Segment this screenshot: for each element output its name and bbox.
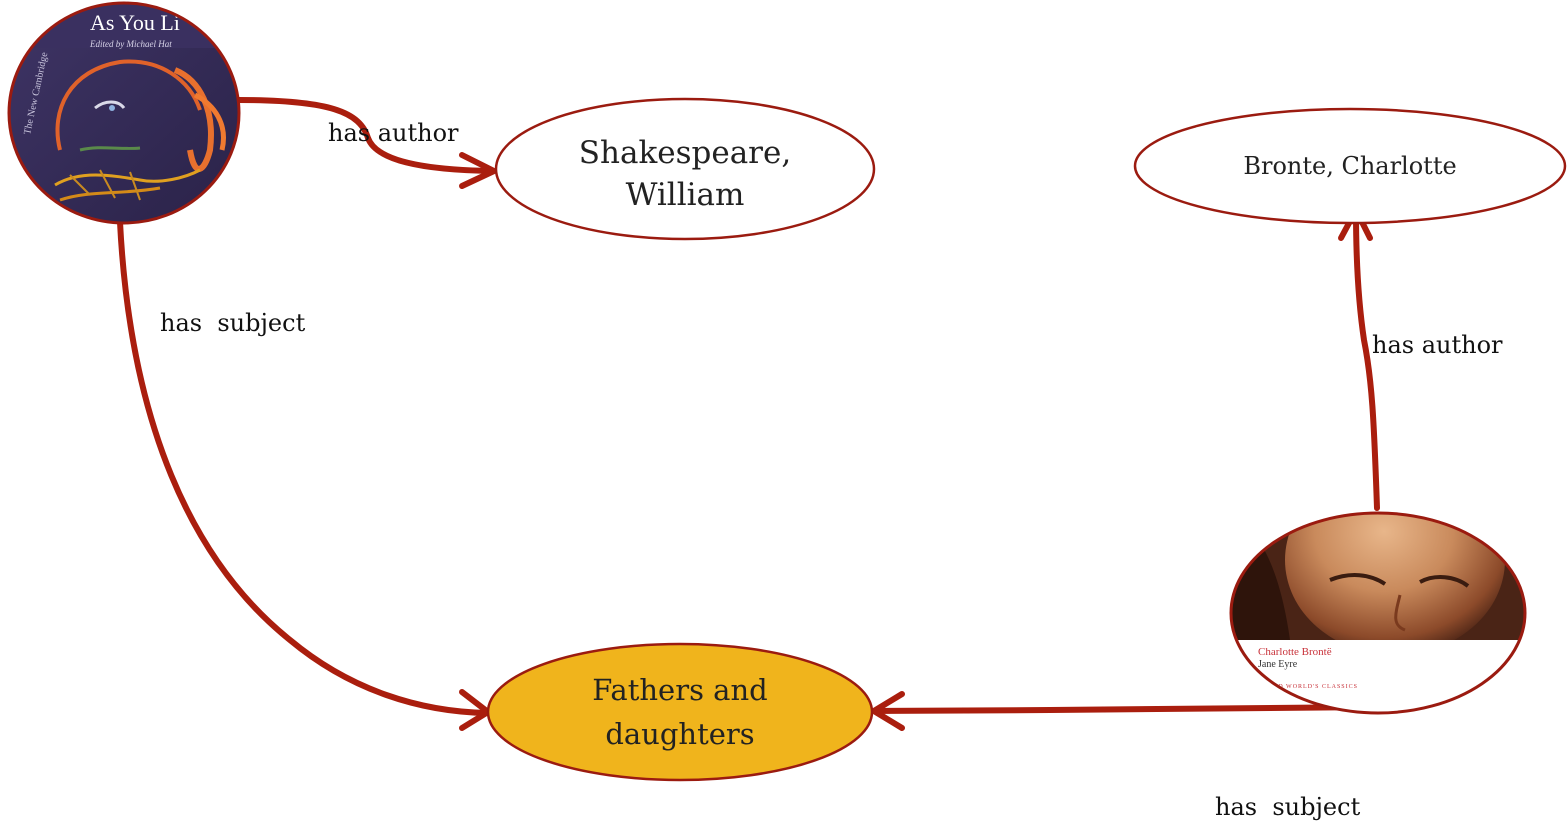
node-label-line1: Fathers and xyxy=(592,673,767,707)
node-label: Bronte, Charlotte xyxy=(1243,152,1456,180)
edge-line xyxy=(117,219,491,716)
book-node-border xyxy=(1229,511,1527,715)
edge-book1-has-author xyxy=(235,97,497,189)
cover-author: Charlotte Brontë xyxy=(1258,646,1332,658)
cover-subtitle: Edited by Michael Hat xyxy=(89,39,172,49)
cover-title: Jane Eyre xyxy=(1258,659,1298,670)
book-node-border xyxy=(7,1,241,225)
edge-line xyxy=(1353,209,1380,511)
edge-line xyxy=(235,97,496,174)
node-label-line2: William xyxy=(626,177,745,213)
node-ellipse xyxy=(1133,107,1567,225)
author-node-bronte[interactable]: Bronte, Charlotte xyxy=(1133,107,1567,225)
arrowhead-icon xyxy=(459,152,497,189)
cover-series: ORD WORLD'S CLASSICS xyxy=(1268,684,1358,690)
author-node-shakespeare[interactable]: Shakespeare, William xyxy=(494,97,876,241)
edge-label-book1-author: has author xyxy=(328,119,459,147)
cover-title: As You Li xyxy=(90,10,180,35)
node-ellipse xyxy=(494,97,876,241)
node-label-line1: Shakespeare, xyxy=(579,135,791,171)
book-node-as-you-like-it[interactable]: As You Li Edited by Michael Hat The New … xyxy=(0,0,241,225)
edge-book1-has-subject xyxy=(117,219,491,731)
edge-label-book1-subject: has subject xyxy=(160,309,306,337)
subject-node-fathers-and-daughters[interactable]: Fathers and daughters xyxy=(486,642,874,782)
arrowhead-icon xyxy=(871,691,905,731)
edge-label-book2-subject: has subject xyxy=(1215,793,1361,821)
node-ellipse xyxy=(486,642,874,782)
edge-label-book2-author: has author xyxy=(1372,331,1503,359)
edge-book2-has-subject xyxy=(871,691,1381,731)
edge-book2-has-author xyxy=(1338,207,1380,511)
node-label-line2: daughters xyxy=(605,717,754,751)
edge-line xyxy=(873,704,1381,714)
